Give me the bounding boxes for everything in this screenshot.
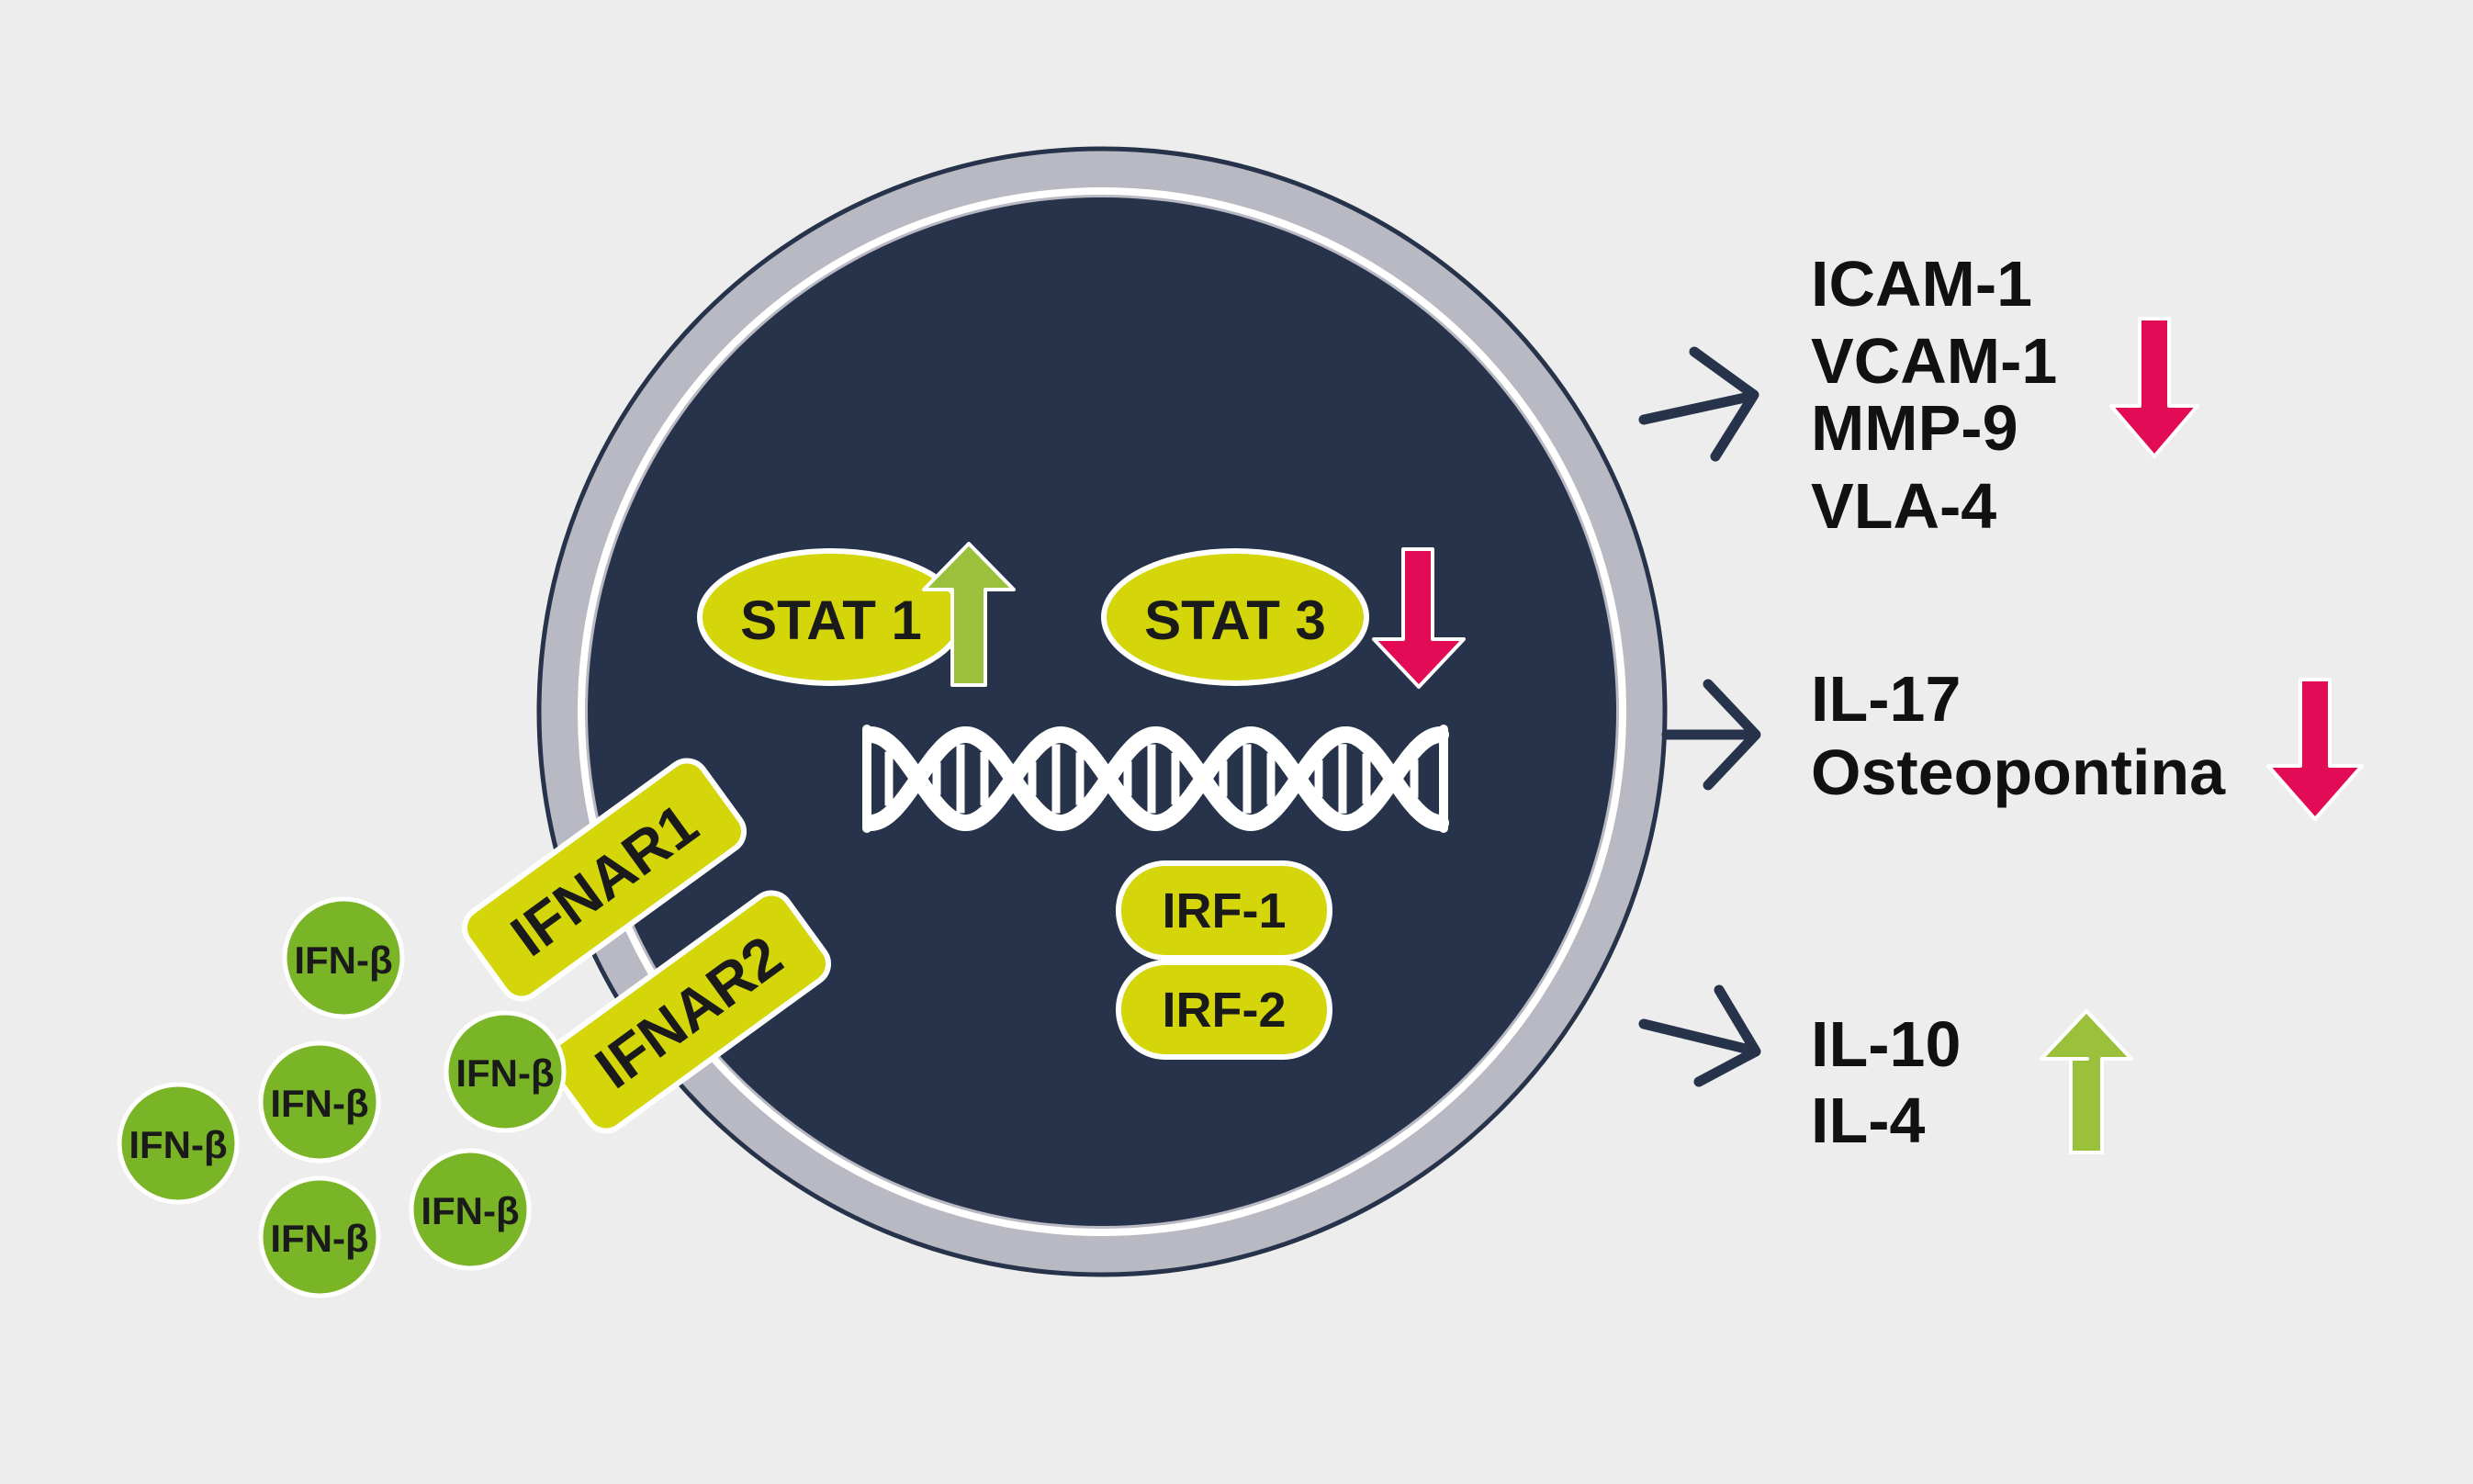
stat1-label: STAT 1 <box>740 590 922 651</box>
pathway-arrow-middle-icon <box>1661 679 1761 791</box>
output-gene: ICAM-1 <box>1811 248 2032 320</box>
svg-text:IFN-β: IFN-β <box>421 1189 519 1232</box>
ifn-beta-molecules: IFN-β IFN-β IFN-β IFN-β IFN-β IFN-β <box>117 896 567 1298</box>
stat3-oval <box>1101 548 1369 686</box>
ifn-beta-molecule: IFN-β <box>409 1148 532 1271</box>
irf2-label: IRF-2 <box>1163 983 1287 1038</box>
stat1-up-arrow-icon <box>922 542 1016 687</box>
adhesion-down-arrow-icon <box>2109 317 2199 458</box>
output-gene: VCAM-1 <box>1811 325 2057 397</box>
output-gene: VLA-4 <box>1811 470 1996 542</box>
stat3-down-arrow-icon <box>1372 547 1466 689</box>
ifn-beta-molecule: IFN-β <box>258 1040 381 1164</box>
output-gene: IL-4 <box>1811 1085 1926 1156</box>
irf1-label: IRF-1 <box>1163 883 1287 939</box>
ifn-beta-molecule: IFN-β <box>444 1010 567 1133</box>
cell-membrane-inner-line <box>578 187 1626 1236</box>
irf1-group: IRF-1 <box>1116 860 1332 961</box>
stat1-group: STAT 1 <box>697 542 1016 687</box>
cell-interior <box>588 197 1616 1226</box>
dna-double-helix-icon <box>862 725 1449 833</box>
ifn-beta-molecule: IFN-β <box>282 896 405 1019</box>
stat3-label: STAT 3 <box>1144 590 1326 651</box>
output-group-adhesion: ICAM-1 VCAM-1 MMP-9 VLA-4 <box>1811 248 2199 542</box>
ifnar1-shape <box>461 758 748 1002</box>
output-gene: Osteopontina <box>1811 736 2226 808</box>
output-gene: IL-17 <box>1811 663 1961 735</box>
ifn-beta-molecule: IFN-β <box>117 1082 240 1205</box>
svg-text:IFN-β: IFN-β <box>270 1082 368 1125</box>
svg-text:IFN-β: IFN-β <box>270 1217 368 1260</box>
pathway-arrow-bottom-icon <box>1638 984 1761 1087</box>
irf2-group: IRF-2 <box>1116 960 1332 1060</box>
cell <box>536 146 1668 1277</box>
output-group-il10: IL-10 IL-4 <box>1811 1008 2133 1156</box>
stat3-group: STAT 3 <box>1101 547 1466 689</box>
dna-strand-1 <box>862 725 1449 831</box>
svg-text:IFN-β: IFN-β <box>294 939 392 982</box>
output-gene: MMP-9 <box>1811 392 2018 464</box>
il10-up-arrow-icon <box>2040 1009 2133 1154</box>
svg-text:IFN-β: IFN-β <box>129 1123 227 1166</box>
pathway-arrows <box>1638 346 1761 1087</box>
svg-text:IFN-β: IFN-β <box>455 1051 554 1095</box>
ifnar2-shape <box>545 890 832 1134</box>
ifn-beta-molecule: IFN-β <box>258 1175 381 1298</box>
output-group-il17: IL-17 Osteopontina <box>1811 663 2364 821</box>
output-gene: IL-10 <box>1811 1008 1961 1080</box>
pathway-arrow-top-icon <box>1638 346 1759 462</box>
irf2-pill <box>1116 960 1332 1060</box>
il17-down-arrow-icon <box>2266 678 2364 821</box>
dna-strand-2 <box>862 726 1449 832</box>
irf1-pill <box>1116 860 1332 961</box>
